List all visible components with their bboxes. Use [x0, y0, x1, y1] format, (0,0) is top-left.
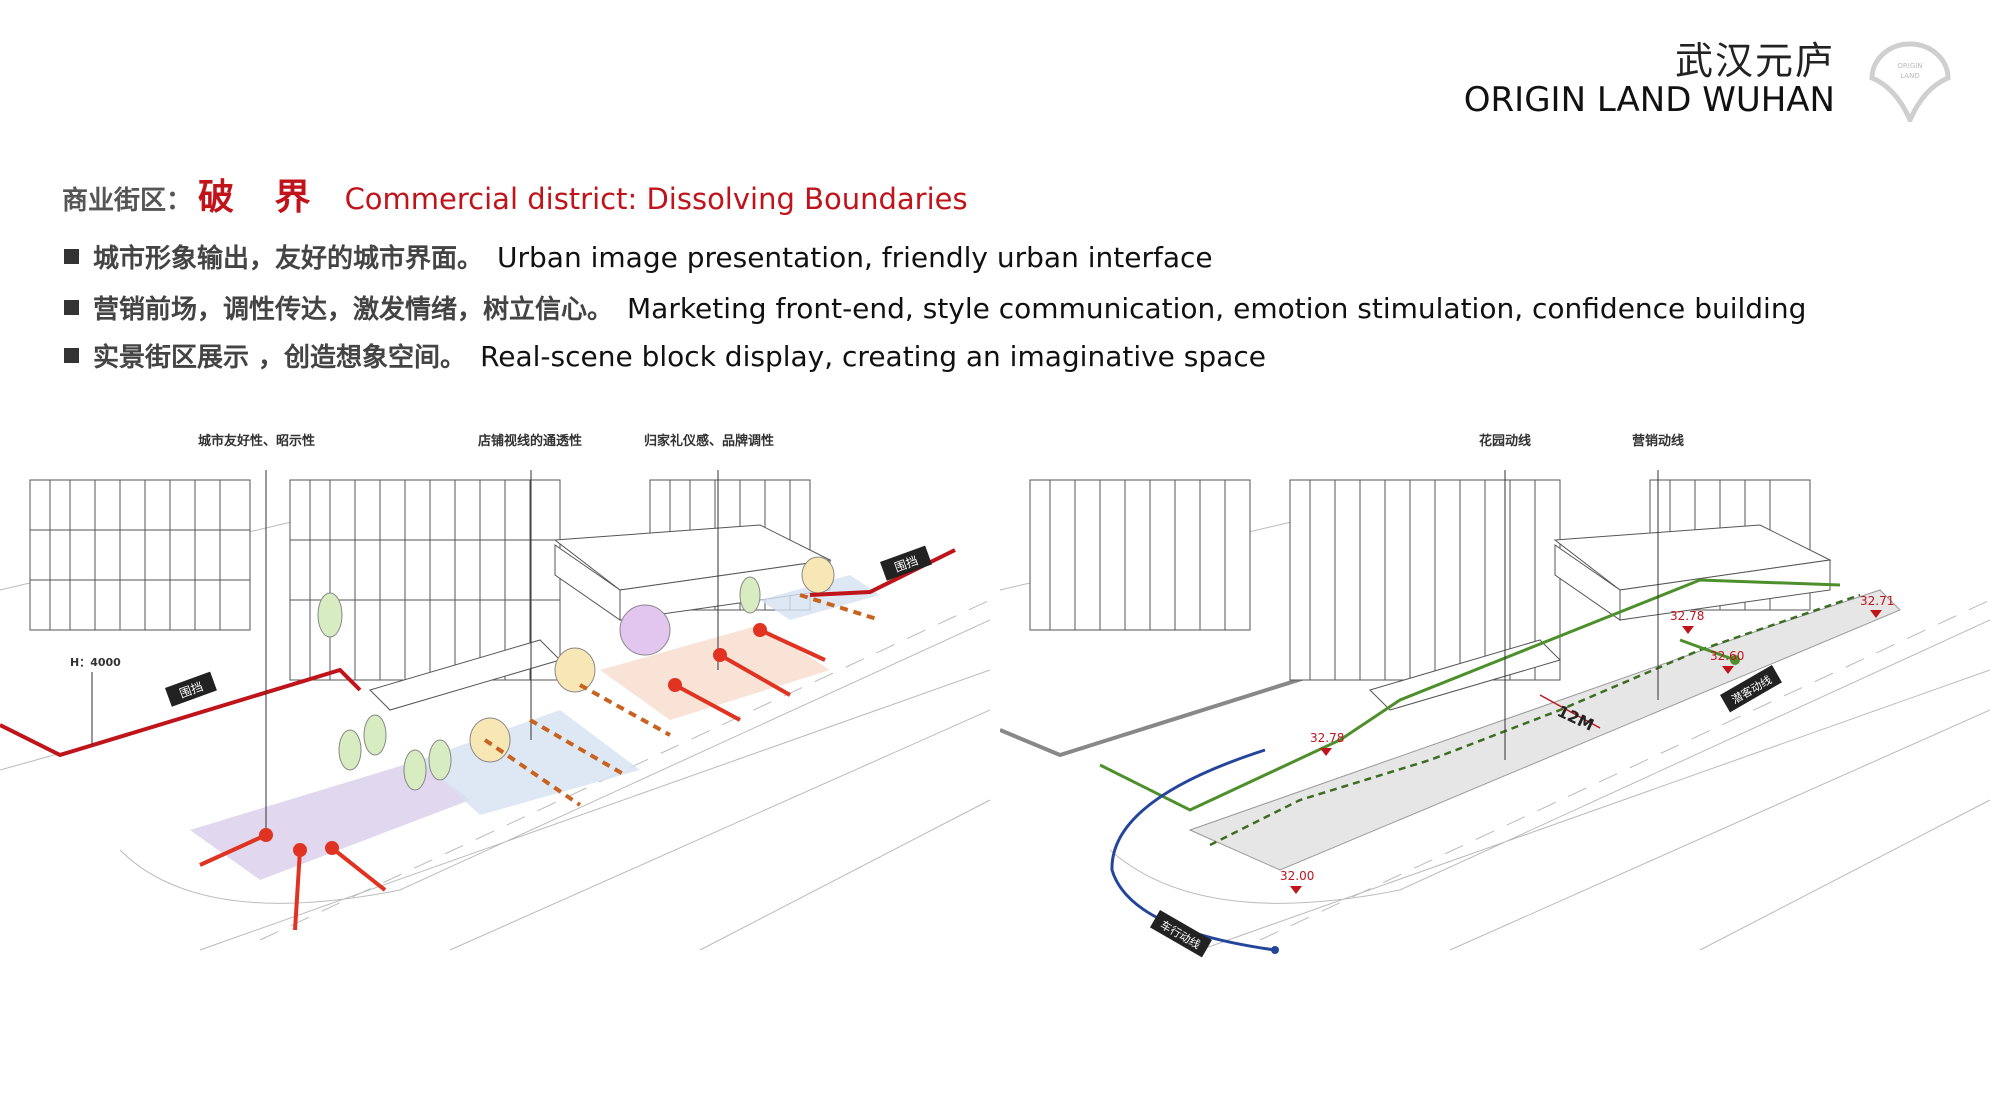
callout-garden-route: 花园动线 — [1479, 434, 1532, 449]
residential-tower-far-left — [29, 479, 251, 631]
bullet-square-icon — [64, 249, 79, 264]
svg-text:32.00: 32.00 — [1280, 869, 1314, 883]
svg-text:32.78: 32.78 — [1310, 731, 1344, 745]
brand-english-name: ORIGIN LAND WUHAN — [1463, 80, 1835, 120]
fence-tag: 围挡 — [880, 545, 932, 581]
section-title: 商业街区： 破 界 Commercial district: Dissolvin… — [62, 168, 968, 220]
callout-marketing-route: 营销动线 — [1632, 434, 1685, 449]
residential-tower-center — [289, 479, 561, 681]
bullet-item: 营销前场，调性传达，激发情绪，树立信心。 Marketing front-end… — [64, 289, 1806, 326]
dashed-garden-route — [1209, 593, 1861, 847]
garden-route-line — [1099, 578, 1841, 812]
title-english: Commercial district: Dissolving Boundari… — [344, 182, 968, 216]
callout-lines — [1504, 470, 1659, 760]
callout-homecoming-ritual: 归家礼仪感、品牌调性 — [644, 434, 775, 449]
bullet-square-icon — [64, 300, 79, 315]
svg-text:32.60: 32.60 — [1710, 649, 1744, 663]
origin-land-logo: ORIGIN LAND — [1869, 41, 1951, 122]
commercial-building — [369, 524, 832, 711]
bullet-cn: 营销前场，调性传达，激发情绪，树立信心。 — [93, 295, 614, 325]
marketing-route — [1679, 638, 1736, 662]
sightline-arrows-red — [199, 623, 826, 931]
title-label: 商业街区： — [62, 186, 193, 216]
bullet-en: Marketing front-end, style communication… — [627, 292, 1807, 325]
left-isometric-diagram: 围挡 围挡 H：4000 — [0, 470, 990, 951]
bullet-en: Real-scene block display, creating an im… — [480, 340, 1266, 373]
height-note: H：4000 — [70, 656, 121, 669]
brand-chinese-name: 武汉元庐 — [1674, 39, 1835, 83]
callout-lines — [265, 470, 719, 840]
callout-shop-transparency: 店铺视线的通透性 — [478, 434, 583, 449]
elevation-markers: 32.78 32.71 32.60 32.78 32.00 — [1280, 594, 1894, 894]
bullet-square-icon — [64, 348, 79, 363]
svg-text:LAND: LAND — [1900, 72, 1919, 80]
fence-tag: 围挡 — [165, 671, 217, 707]
bullet-item: 实景街区展示 ，创造想象空间。 Real-scene block display… — [64, 337, 1266, 374]
callout-urban-friendliness: 城市友好性、昭示性 — [198, 434, 316, 449]
svg-text:ORIGIN: ORIGIN — [1897, 62, 1922, 70]
right-isometric-diagram: 32.78 32.71 32.60 32.78 32.00 12M 潜客动线 车… — [1000, 470, 1990, 958]
bullet-item: 城市形象输出，友好的城市界面。 Urban image presentation… — [64, 238, 1213, 275]
title-emphasis: 破 界 — [198, 177, 325, 218]
plaza-zones — [190, 575, 880, 880]
bullet-cn: 实景街区展示 ，创造想象空间。 — [93, 343, 467, 373]
sightline-arrows-orange — [483, 593, 881, 807]
svg-text:32.71: 32.71 — [1860, 594, 1894, 608]
bullet-en: Urban image presentation, friendly urban… — [497, 241, 1213, 274]
svg-text:32.78: 32.78 — [1670, 609, 1704, 623]
street-plaza — [1188, 589, 1901, 871]
bullet-cn: 城市形象输出，友好的城市界面。 — [93, 244, 484, 274]
vehicle-route-tag: 车行动线 — [1150, 910, 1212, 958]
